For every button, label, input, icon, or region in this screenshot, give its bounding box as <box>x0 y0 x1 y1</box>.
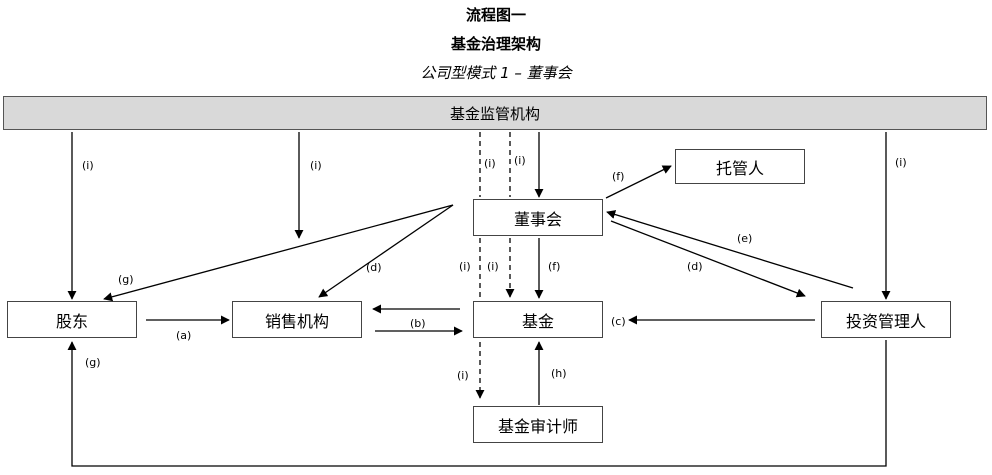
edge-label-f-custodian: (f) <box>612 170 625 183</box>
shareholders-box: 股东 <box>7 301 137 338</box>
fund-box: 基金 <box>473 301 603 338</box>
manager-to-shareholders-loop-arrow <box>67 340 887 467</box>
board-box: 董事会 <box>473 199 603 236</box>
edge-label-g-loop: (g) <box>85 356 101 369</box>
board-to-shareholders-arrow <box>103 204 454 302</box>
edge-label-i-shareholders: (i) <box>82 159 94 172</box>
manager-box: 投资管理人 <box>821 301 951 338</box>
edge-label-b: (b) <box>410 317 426 330</box>
manager-to-board-arrow <box>606 210 854 289</box>
edge-label-i-manager: (i) <box>895 156 907 169</box>
edge-label-d-manager: (d) <box>687 260 703 273</box>
shareholders-label: 股东 <box>55 311 88 331</box>
edge-label-d-distributors: (d) <box>366 261 382 274</box>
edge-label-h: (h) <box>551 367 567 380</box>
edge-label-c: (c) <box>611 315 626 328</box>
edge-label-i-dashed-b: (i) <box>514 154 526 167</box>
edge-label-i-dashed-a: (i) <box>484 157 496 170</box>
regulator-box: 基金监管机构 <box>3 96 987 130</box>
edge-label-g-board: (g) <box>118 273 134 286</box>
fund-label: 基金 <box>521 311 554 331</box>
custodian-box: 托管人 <box>675 149 805 184</box>
auditor-box: 基金审计师 <box>473 406 603 443</box>
auditor-label: 基金审计师 <box>497 416 578 436</box>
board-to-custodian-arrow <box>605 165 672 199</box>
distributors-label: 销售机构 <box>264 311 329 331</box>
edge-label-i-distributors: (i) <box>310 159 322 172</box>
edge-label-i-board-right: (i) <box>487 260 499 273</box>
edge-label-i-auditor: (i) <box>457 369 469 382</box>
manager-label: 投资管理人 <box>845 311 926 331</box>
board-to-manager-arrow <box>610 220 806 298</box>
diagram-title: 基金治理架构 <box>450 35 541 53</box>
edge-label-i-board-left: (i) <box>459 260 471 273</box>
figure-title: 流程图一 <box>465 6 526 24</box>
board-to-distributors-arrow <box>318 204 454 298</box>
diagram-subtitle: 公司型模式 1 – 董事会 <box>420 64 572 82</box>
regulator-label: 基金监管机构 <box>449 104 540 123</box>
distributors-box: 销售机构 <box>232 301 362 338</box>
board-label: 董事会 <box>513 209 562 229</box>
custodian-label: 托管人 <box>715 158 764 178</box>
edge-label-f-fund: (f) <box>548 260 561 273</box>
edge-label-a: (a) <box>176 329 192 342</box>
edge-label-e: (e) <box>737 232 753 245</box>
